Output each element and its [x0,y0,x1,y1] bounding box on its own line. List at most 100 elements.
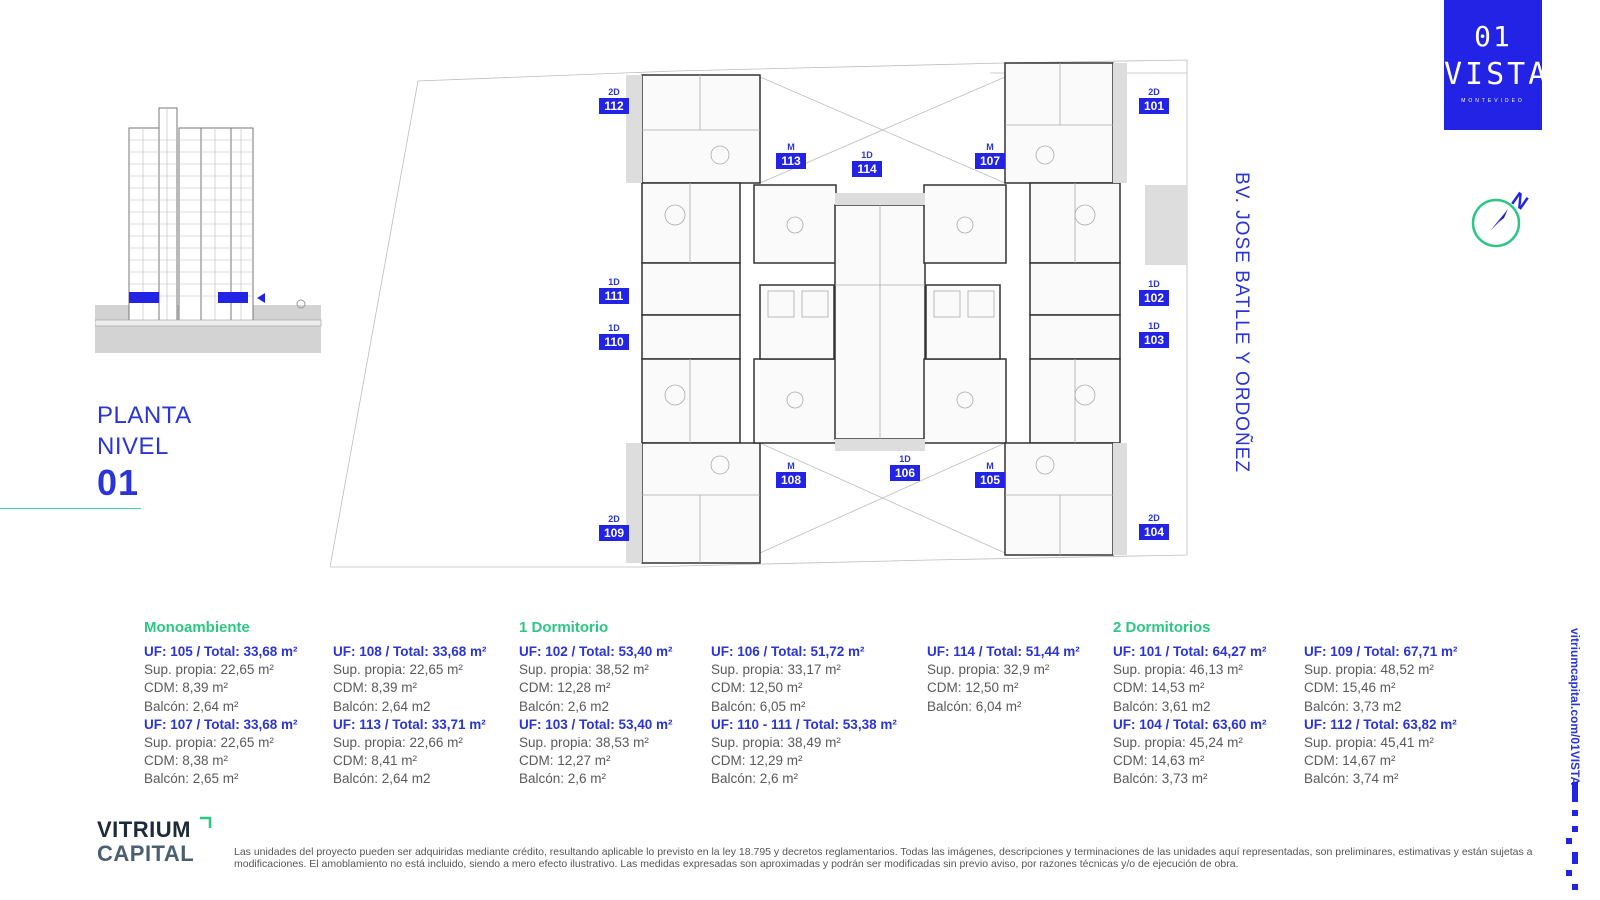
unit-number: 112 [599,98,629,114]
brand-line2: CAPITAL [97,841,195,866]
unit-number: 107 [975,153,1005,169]
unit-total: UF: 109 / Total: 67,71 m² [1304,644,1458,659]
unit-total: UF: 107 / Total: 33,68 m² [144,716,298,732]
unit-number: 108 [776,472,806,488]
units-column-4: UF: 106 / Total: 51,72 m² Sup. propia: 3… [711,643,897,789]
unit-cdm: CDM: 12,50 m² [711,680,803,696]
category-monoambiente: Monoambiente [144,619,250,636]
unit-sup: Sup. propia: 45,41 m² [1304,735,1434,751]
unit-balcon: Balcón: 2,6 m2 [519,698,610,714]
unit-number: 103 [1139,332,1169,348]
unit-type: 1D [899,454,911,464]
unit-number: 113 [776,153,806,169]
unit-label-110[interactable]: 1D 110 [599,322,629,350]
unit-total: UF: 103 / Total: 53,40 m² [519,716,673,732]
pixel-decoration [1572,884,1578,890]
unit-cdm: CDM: 14,63 m² [1113,753,1205,769]
unit-label-104[interactable]: 2D 104 [1139,512,1169,540]
unit-balcon: Balcón: 3,73 m2 [1304,698,1402,714]
unit-balcon: Balcón: 3,74 m² [1304,771,1399,787]
unit-type: M [986,461,994,471]
unit-balcon: Balcón: 2,6 m² [519,771,607,787]
unit-total: UF: 101 / Total: 64,27 m² [1113,644,1267,659]
units-column-2: UF: 108 / Total: 33,68 m² Sup. propia: 2… [333,643,487,789]
unit-label-108[interactable]: M 108 [776,460,806,488]
unit-cdm: CDM: 12,28 m² [519,680,611,696]
unit-total: UF: 108 / Total: 33,68 m² [333,644,487,659]
unit-balcon: Balcón: 2,64 m2 [333,698,431,714]
brand-line1: VITRIUM [97,817,191,842]
unit-cdm: CDM: 15,46 m² [1304,680,1396,696]
unit-cdm: CDM: 8,38 m² [144,753,229,769]
vista-logo: 01 VISTA MONTEVIDEO [1444,0,1546,130]
unit-balcon: Balcón: 6,05 m² [711,698,806,714]
unit-cdm: CDM: 12,27 m² [519,753,611,769]
unit-number: 110 [599,334,629,350]
unit-sup: Sup. propia: 38,53 m² [519,735,649,751]
unit-label-103[interactable]: 1D 103 [1139,320,1169,348]
unit-number: 111 [599,288,629,304]
unit-sup: Sup. propia: 22,65 m² [144,735,274,751]
unit-label-112[interactable]: 2D 112 [599,86,629,114]
website-url[interactable]: vitriumcapital.com/01VISTA [1568,628,1582,786]
unit-type: M [787,142,795,152]
unit-sup: Sup. propia: 22,65 m² [333,662,463,678]
unit-total: UF: 114 / Total: 51,44 m² [927,644,1080,659]
unit-total: UF: 113 / Total: 33,71 m² [333,716,486,732]
category-1-dormitorio: 1 Dormitorio [519,619,609,636]
category-2-dormitorios: 2 Dormitorios [1113,619,1211,636]
compass-icon: N [1471,188,1532,248]
pixel-decoration [1566,870,1572,876]
units-column-5: UF: 114 / Total: 51,44 m² Sup. propia: 3… [927,643,1080,716]
logo-sub: MONTEVIDEO [1461,98,1525,104]
unit-sup: Sup. propia: 32,9 m² [927,662,1050,678]
unit-label-106[interactable]: 1D 106 [890,453,920,481]
unit-type: 2D [1148,513,1160,523]
unit-label-107[interactable]: M 107 [975,141,1005,169]
unit-balcon: Balcón: 3,73 m² [1113,771,1208,787]
unit-balcon: Balcón: 2,6 m² [711,771,799,787]
unit-type: 2D [608,87,620,97]
units-column-1: UF: 105 / Total: 33,68 m² Sup. propia: 2… [144,643,298,789]
plan-title-line1: PLANTA [97,402,192,429]
unit-cdm: CDM: 8,39 m² [144,680,229,696]
unit-total: UF: 105 / Total: 33,68 m² [144,644,298,659]
unit-cdm: CDM: 12,29 m² [711,753,803,769]
plan-title-line2: NIVEL [97,433,169,460]
unit-type: 1D [1148,321,1160,331]
unit-cdm: CDM: 8,41 m² [333,753,418,769]
unit-type: 1D [1148,279,1160,289]
unit-number: 106 [890,465,920,481]
divider-line [0,508,141,509]
units-column-7: UF: 109 / Total: 67,71 m² Sup. propia: 4… [1304,643,1458,789]
unit-cdm: CDM: 8,39 m² [333,680,418,696]
unit-number: 102 [1139,290,1169,306]
unit-number: 109 [599,525,629,541]
unit-balcon: Balcón: 2,65 m² [144,771,239,787]
unit-sup: Sup. propia: 38,49 m² [711,735,841,751]
unit-label-102[interactable]: 1D 102 [1139,278,1169,306]
unit-balcon: Balcón: 3,61 m2 [1113,698,1211,714]
unit-type: 1D [608,277,620,287]
unit-balcon: Balcón: 2,64 m² [144,698,239,714]
pixel-decoration [1572,810,1578,816]
unit-label-109[interactable]: 2D 109 [599,513,629,541]
unit-total: UF: 104 / Total: 63,60 m² [1113,716,1267,732]
unit-label-101[interactable]: 2D 101 [1139,86,1169,114]
unit-balcon: Balcón: 2,64 m2 [333,771,431,787]
unit-sup: Sup. propia: 48,52 m² [1304,662,1434,678]
unit-type: 2D [1148,87,1160,97]
logo-number: 01 [1474,20,1512,53]
brand-mark-icon [200,816,212,828]
unit-total: UF: 106 / Total: 51,72 m² [711,644,865,659]
unit-label-111[interactable]: 1D 111 [599,276,629,304]
pixel-decoration [1572,826,1578,832]
pixel-decoration [1572,782,1578,802]
floor-plan [330,59,1188,568]
units-column-6: UF: 101 / Total: 64,27 m² Sup. propia: 4… [1113,643,1267,789]
unit-label-113[interactable]: M 113 [776,141,806,169]
unit-label-114[interactable]: 1D 114 [852,149,882,177]
units-column-3: UF: 102 / Total: 53,40 m² Sup. propia: 3… [519,643,673,789]
unit-label-105[interactable]: M 105 [975,460,1005,488]
unit-number: 104 [1139,524,1169,540]
